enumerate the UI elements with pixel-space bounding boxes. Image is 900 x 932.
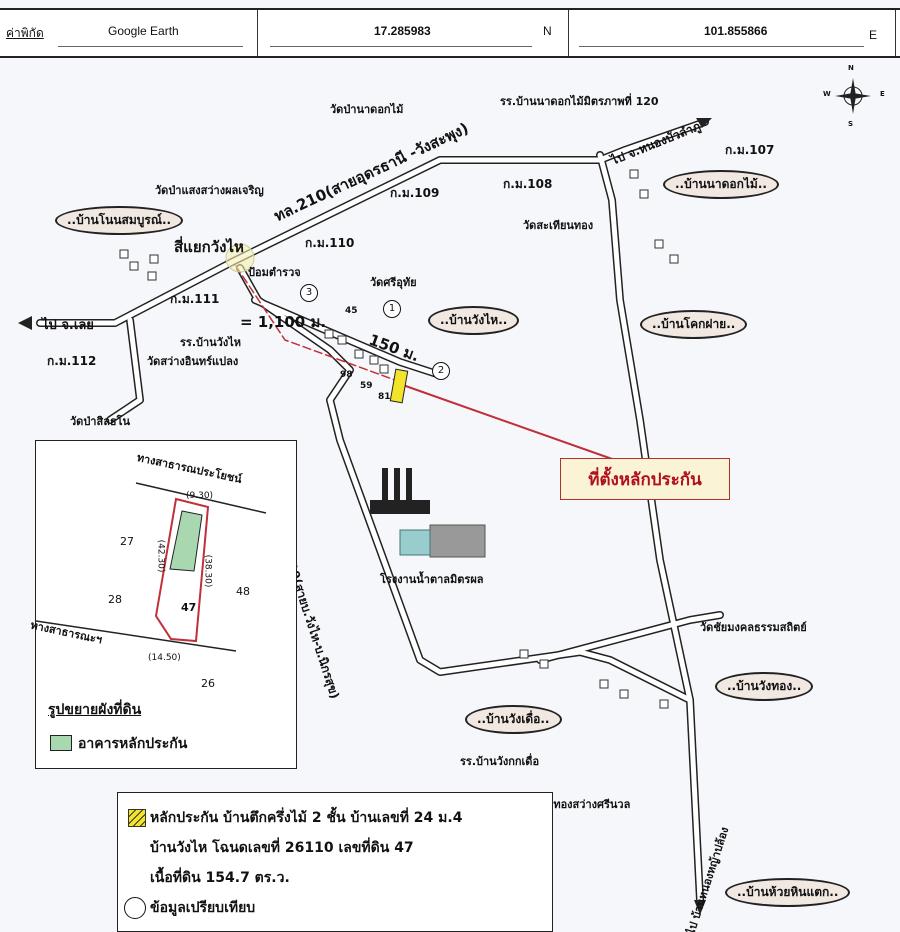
village-wanghai: ..บ้านวังไห.. xyxy=(428,306,520,335)
village-khokfai: ..บ้านโคกฝาย.. xyxy=(640,310,748,339)
legend-line-4: ข้อมูลเปรียบเทียบ xyxy=(150,900,256,916)
comparable-2: 2 xyxy=(432,362,450,380)
km-109: ก.ม.109 xyxy=(390,186,440,200)
junction-marker xyxy=(225,243,255,273)
latitude: 17.285983 xyxy=(374,24,431,38)
wat-thongsawang: วัดทองสว่างศรีนวล xyxy=(540,798,631,811)
parcel-26: 26 xyxy=(201,677,215,690)
wat-pasang: วัดป่าแสงสว่างผลเจริญ xyxy=(155,184,264,197)
to-loei-label: ไป จ.เลย xyxy=(42,318,94,333)
dim-top: (9.30) xyxy=(186,491,214,501)
school-wangkok: รร.บ้านวังกกเดื่อ xyxy=(460,755,540,768)
junction-label: สี่แยกวังไห xyxy=(174,238,244,256)
wat-chaimongkol: วัดชัยมงคลธรรมสถิตย์ xyxy=(700,621,807,634)
village-nadokmai: ..บ้านนาดอกไม้.. xyxy=(663,170,779,199)
map-legend: หลักประกัน บ้านตึกครึ่งไม้ 2 ชั้น บ้านเล… xyxy=(117,792,553,932)
legend-line-3: เนื้อที่ดิน 154.7 ตร.ว. xyxy=(150,870,290,886)
compass-e: E xyxy=(880,90,885,98)
km-111: ก.ม.111 xyxy=(170,292,220,306)
compass-icon xyxy=(835,78,871,114)
factory-label: โรงงานน้ำตาลมิตรผล xyxy=(380,573,484,586)
wat-panadokmai: วัดป่านาดอกไม้ xyxy=(330,103,404,116)
compass-w: W xyxy=(823,90,831,98)
dim-right: (38.30) xyxy=(202,554,213,588)
wat-pasilo: วัดป่าสิลธโน xyxy=(70,415,131,428)
km-110: ก.ม.110 xyxy=(305,236,355,250)
collateral-marker xyxy=(389,368,409,404)
comparable-circle-icon xyxy=(124,897,146,919)
latitude-dir: N xyxy=(543,24,552,38)
wat-satian: วัดสะเทียนทอง xyxy=(523,219,594,232)
village-wangduea: ..บ้านวังเดื่อ.. xyxy=(465,705,562,734)
factory-icon xyxy=(370,468,486,558)
inset-legend: อาคารหลักประกัน xyxy=(78,736,188,752)
road-map xyxy=(18,78,871,915)
village-nonsomboon: ..บ้านโนนสมบูรณ์.. xyxy=(55,206,184,235)
land-plot-inset: ทางสาธารณประโยชน์ ทางสาธารณะฯ (9.30) (42… xyxy=(29,440,297,769)
coord-label: ค่าพิกัด xyxy=(6,26,44,40)
parcel-27: 27 xyxy=(120,535,134,548)
legend-line-2: บ้านวังไห โฉนดเลขที่ 26110 เลขที่ดิน 47 xyxy=(150,840,414,856)
dim-bottom: (14.50) xyxy=(148,653,181,663)
km-112: ก.ม.112 xyxy=(47,354,97,368)
parcel-outline xyxy=(154,497,210,643)
village-wangthong: ..บ้านวังทอง.. xyxy=(715,672,814,701)
house-59: 59 xyxy=(360,381,373,391)
km-108: ก.ม.108 xyxy=(503,177,553,191)
longitude-cell: 101.855866 E xyxy=(569,10,896,56)
legend-line-1: หลักประกัน บ้านตึกครึ่งไม้ 2 ชั้น บ้านเล… xyxy=(150,810,463,826)
arrow-down-icon xyxy=(694,900,706,915)
house-45: 45 xyxy=(345,306,358,316)
parcel-28: 28 xyxy=(108,593,122,606)
comparable-1: 1 xyxy=(383,300,401,318)
wat-sawang: วัดสว่างอินทร์แปลง xyxy=(147,355,239,368)
compass-s: S xyxy=(848,120,854,128)
distance-1100: = 1,100 ม. xyxy=(240,313,327,331)
longitude-dir: E xyxy=(869,28,878,42)
school-nadokmai: รร.บ้านนาดอกไม้มิตรภาพที่ 120 xyxy=(500,95,659,108)
school-wanghai: รร.บ้านวังไห xyxy=(180,336,242,349)
house-81: 81 xyxy=(378,392,391,402)
longitude: 101.855866 xyxy=(704,24,768,38)
house-98: 98 xyxy=(340,370,353,380)
parcel-48: 48 xyxy=(236,585,250,598)
collateral-swatch xyxy=(128,809,146,827)
coord-source: Google Earth xyxy=(108,24,179,38)
police-box: ป้อมตำรวจ xyxy=(248,266,301,279)
coordinate-header: ค่าพิกัด Google Earth 17.285983 N 101.85… xyxy=(0,8,900,58)
parcel-47: 47 xyxy=(181,601,197,614)
dim-left: (42.30) xyxy=(155,539,166,573)
source-cell: ค่าพิกัด Google Earth xyxy=(0,10,258,56)
comparable-3: 3 xyxy=(300,284,318,302)
inset-title: รูปขยายผังที่ดิน xyxy=(48,702,142,718)
village-huaihin: ..บ้านห้วยหินแตก.. xyxy=(725,878,851,907)
wat-sriuthai: วัดศรีอุทัย xyxy=(370,276,417,289)
building-footprint xyxy=(169,510,203,572)
arrow-left-icon xyxy=(18,316,32,330)
km-107: ก.ม.107 xyxy=(725,143,775,157)
collateral-location-callout: ที่ตั้งหลักประกัน xyxy=(560,458,730,500)
building-swatch xyxy=(50,735,72,751)
arrow-ne-icon xyxy=(696,118,712,128)
compass-n: N xyxy=(848,64,854,72)
latitude-cell: 17.285983 N xyxy=(258,10,569,56)
